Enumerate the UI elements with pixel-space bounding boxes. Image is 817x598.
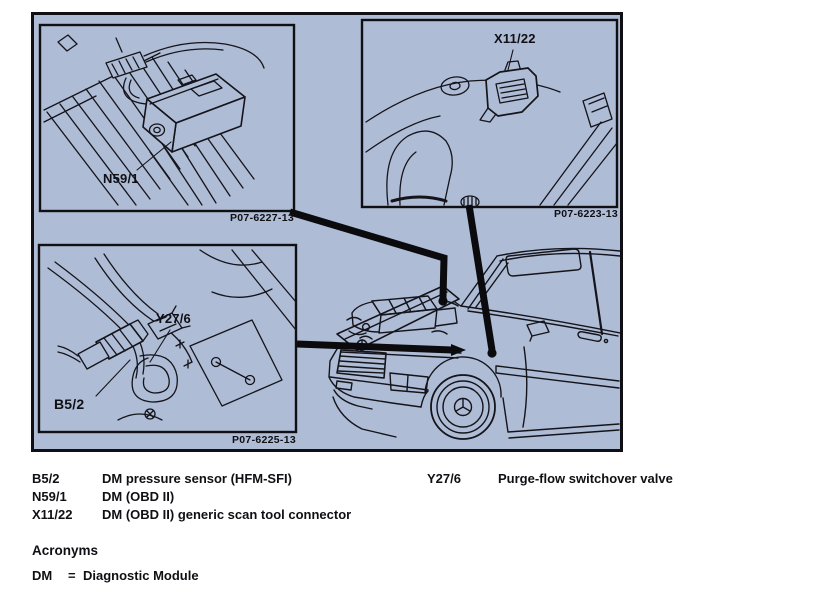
diagram-panel: N59/1 P07-6227-13 X11/22 P07-6223-13 Y27…: [31, 12, 623, 452]
car-illustration: [328, 247, 620, 440]
inset-connector-box: [360, 18, 619, 209]
inset-module-box: [38, 23, 296, 213]
legend-description: DM (OBD II) generic scan tool connector: [102, 507, 352, 522]
component-label-y27-6: Y27/6: [156, 311, 191, 326]
inset-sensor-box: [37, 243, 298, 434]
legend-code: Y27/6: [427, 471, 461, 486]
inset-connector-art: [365, 49, 618, 209]
legend-description: DM pressure sensor (HFM-SFI): [102, 471, 292, 486]
leader-line-connector: [465, 204, 496, 351]
component-label-n59-1: N59/1: [103, 171, 139, 186]
figure-number-connector: P07-6223-13: [553, 208, 618, 220]
location-dot-module: [438, 296, 448, 306]
legend-code: N59/1: [32, 489, 67, 504]
diagram-artwork: [37, 18, 620, 440]
leader-lines: [288, 204, 496, 354]
component-label-b5-2: B5/2: [54, 396, 85, 412]
legend-code: B5/2: [32, 471, 60, 486]
leader-endpoints: [438, 296, 497, 358]
figure-number-module: P07-6227-13: [229, 212, 294, 224]
legend-description: Purge-flow switchover valve: [498, 471, 673, 486]
component-label-x11-22: X11/22: [494, 31, 536, 46]
figure-number-sensor: P07-6225-13: [231, 434, 296, 446]
acronym-equals: =: [68, 568, 76, 583]
acronyms-heading: Acronyms: [32, 543, 99, 558]
acronym-meaning: Diagnostic Module: [83, 568, 199, 583]
inset-sensor-art: [47, 249, 297, 421]
inset-borders: [37, 18, 619, 434]
leader-line-module: [288, 208, 448, 299]
legend-code: X11/22: [32, 507, 73, 522]
location-dot-connector: [487, 348, 497, 358]
location-arrow-sensor: [451, 344, 466, 356]
legend-description: DM (OBD II): [102, 489, 175, 504]
acronym-abbr: DM: [32, 568, 53, 583]
leader-line-sensor: [296, 340, 453, 354]
inset-module-art: [43, 34, 265, 206]
